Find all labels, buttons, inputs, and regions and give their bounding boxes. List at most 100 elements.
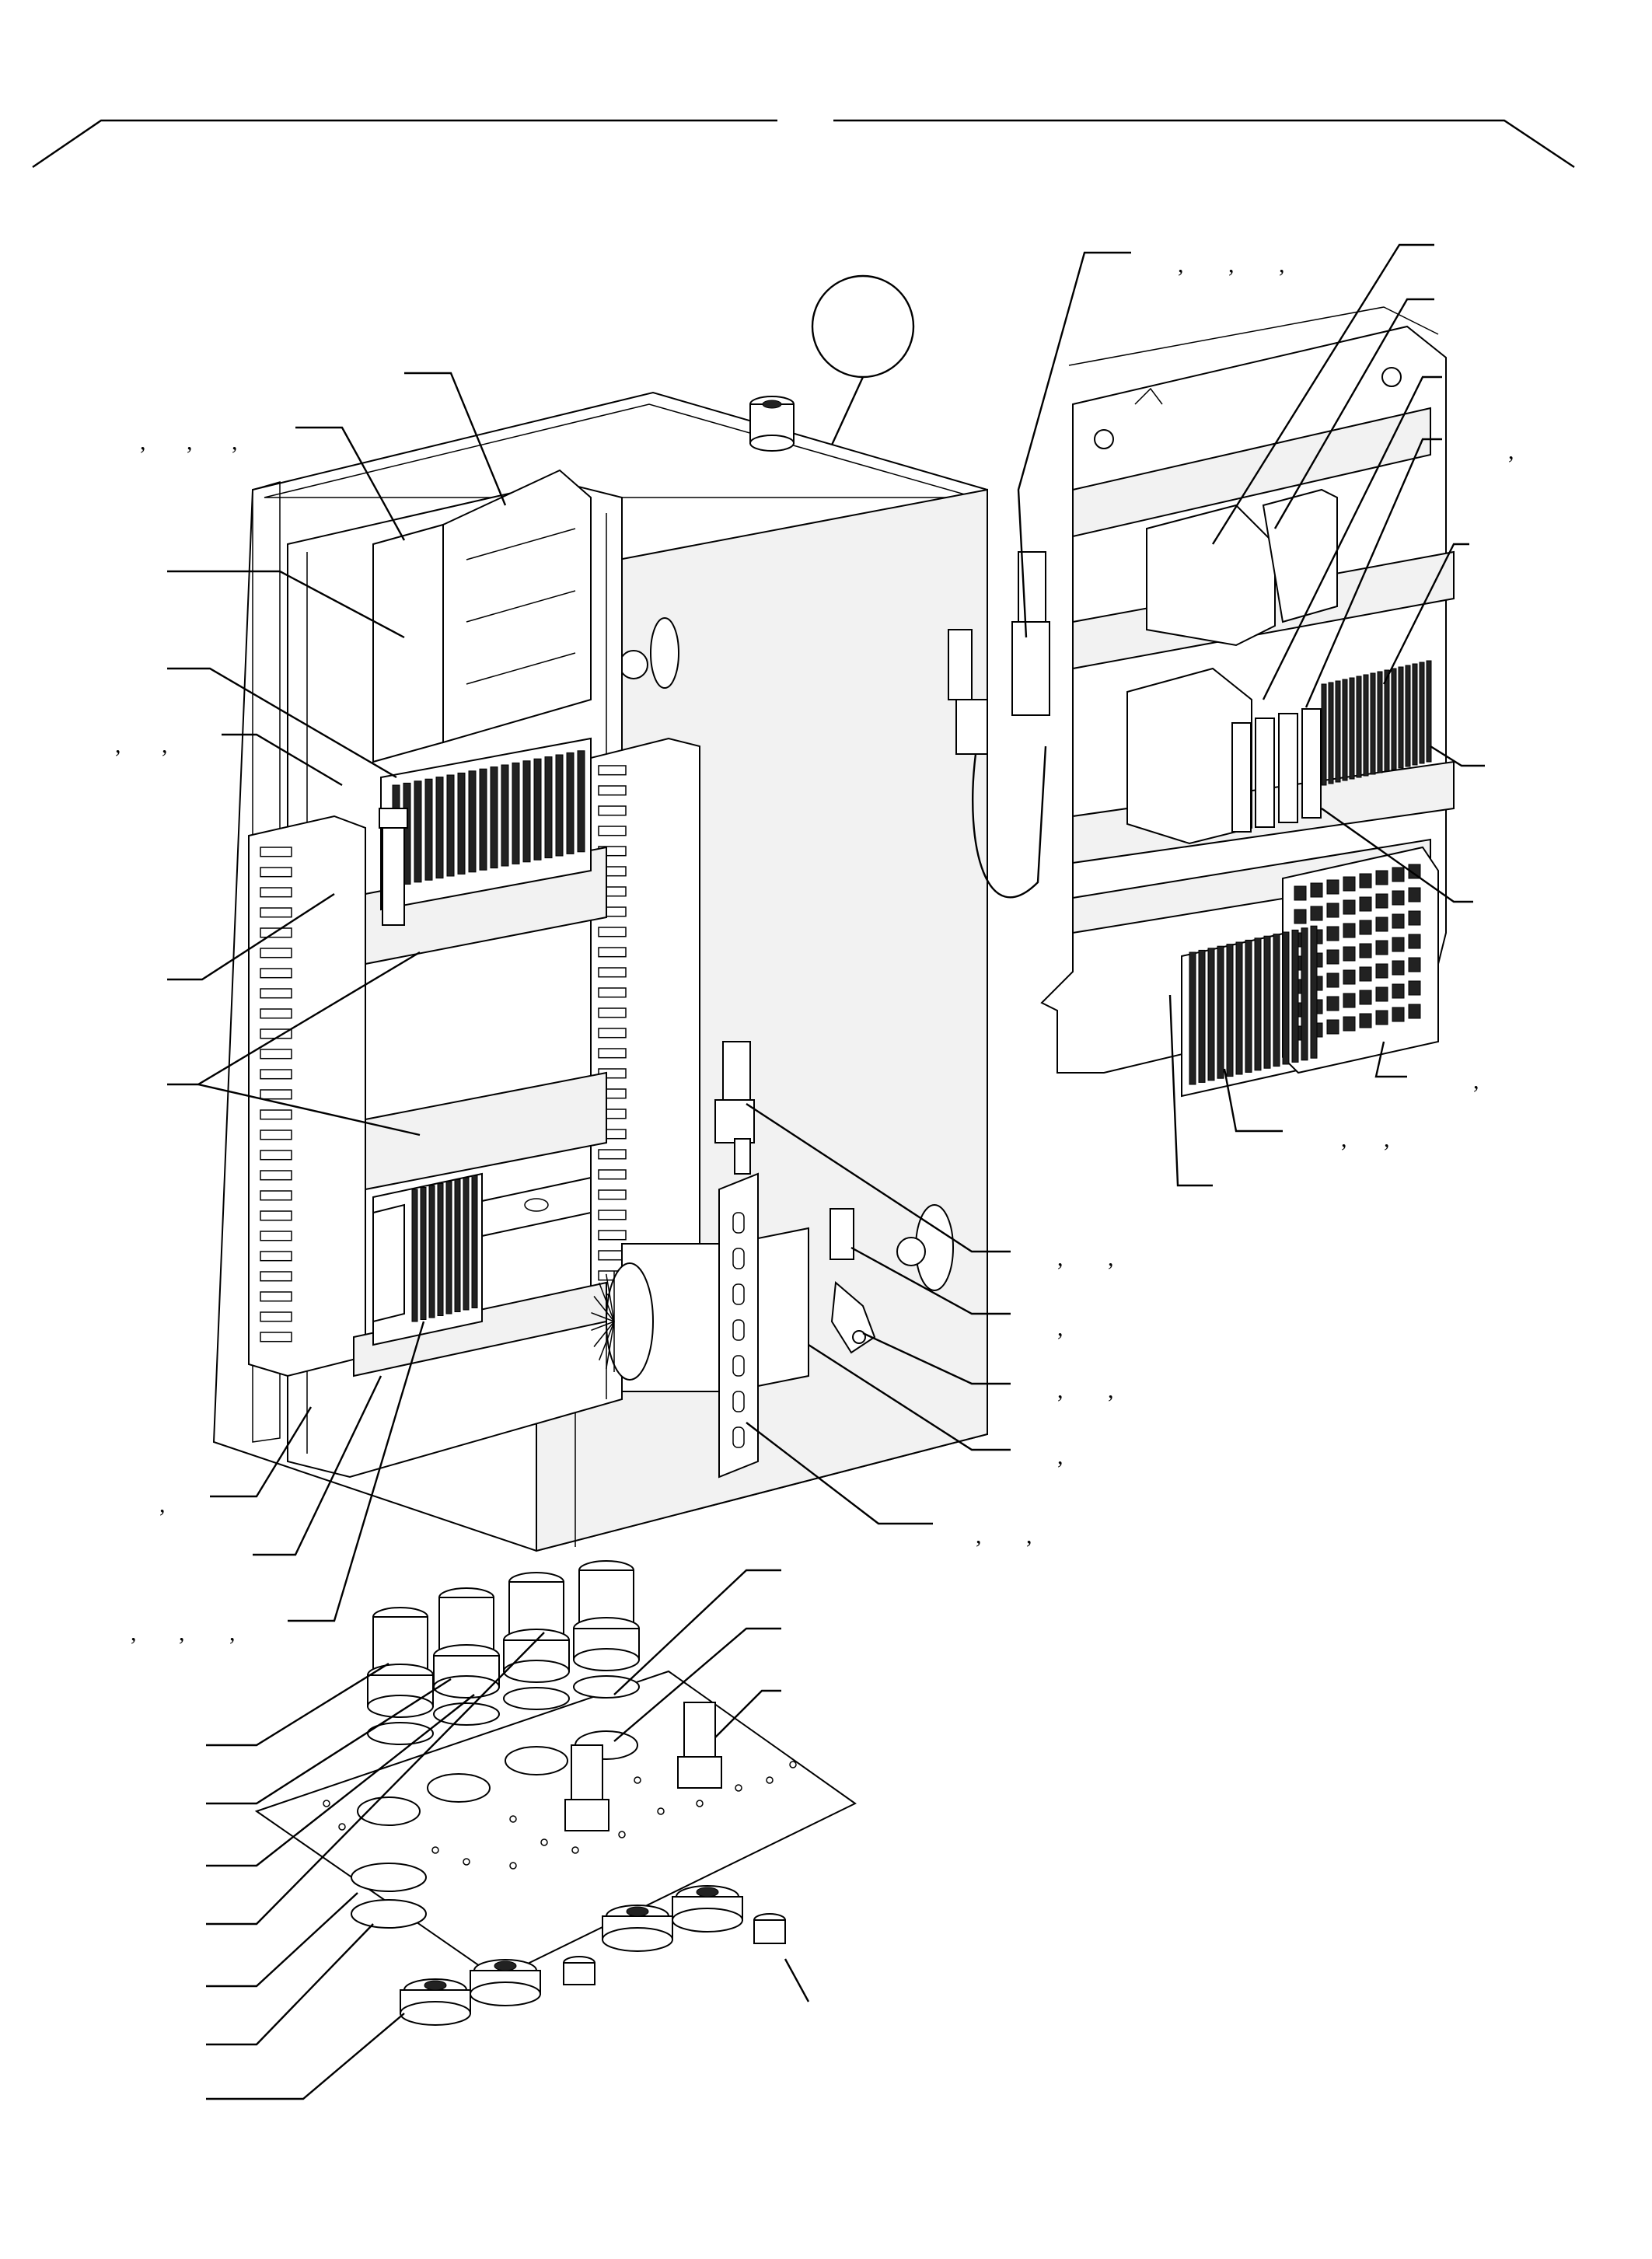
duct-slot: [598, 1210, 627, 1220]
callout-comma: ,: [1108, 1377, 1114, 1403]
duct-slot: [260, 1271, 292, 1282]
duct-slot: [260, 1210, 292, 1221]
terminal-tooth: [1217, 945, 1224, 1079]
din-rail: [481, 1176, 592, 1238]
terminal-tooth: [1207, 948, 1215, 1081]
terminal-tooth: [1398, 666, 1404, 769]
gland-nut-bottom: [367, 1695, 434, 1718]
terminal-tooth: [1356, 676, 1362, 778]
heatsink-fin: [599, 1282, 615, 1322]
terminal-block-upper: [380, 737, 592, 911]
leader-line: [253, 1375, 382, 1556]
terminal-tooth: [424, 778, 433, 881]
terminal-cell: [1392, 913, 1405, 929]
terminal-cell: [1326, 879, 1339, 895]
terminal-tooth: [577, 750, 585, 853]
terminal-cell: [1392, 890, 1405, 906]
duct-slot: [260, 867, 292, 878]
terminal-tooth: [1273, 934, 1280, 1067]
leader-line: [746, 1422, 933, 1525]
relay-module: [1278, 713, 1298, 823]
left-wire-duct: [248, 815, 366, 1377]
terminal-cell: [1375, 940, 1388, 955]
gland-nut-bottom: [503, 1660, 570, 1683]
terminal-tooth: [1189, 951, 1196, 1085]
callout-comma: ,: [1508, 438, 1514, 464]
duct-slot: [598, 987, 627, 998]
terminal-cell: [1392, 1007, 1405, 1022]
duct-slot: [598, 1169, 627, 1180]
terminal-tooth: [1263, 935, 1271, 1069]
terminal-tooth: [555, 754, 564, 857]
plate-hole: [571, 1846, 579, 1854]
leader-line: [1374, 1041, 1407, 1078]
plate-hole: [323, 1800, 330, 1807]
terminal-tooth: [566, 752, 575, 854]
terminal-tooth: [445, 1181, 452, 1315]
duct-slot: [598, 1189, 627, 1200]
duct-slot: [260, 1251, 292, 1262]
gland-nut-bottom: [400, 2001, 471, 2026]
callout-comma: ,: [1057, 1245, 1063, 1271]
leader-line: [850, 1246, 1011, 1315]
plate-hole: [735, 1784, 742, 1792]
terminal-tooth: [463, 1177, 470, 1311]
terminal-cell: [1326, 949, 1339, 965]
leader-line: [1273, 298, 1434, 529]
callout-leaders: [167, 243, 1485, 2100]
terminal-cell: [1375, 893, 1388, 909]
duct-slots: [260, 847, 292, 1342]
terminal-cell: [1359, 966, 1372, 982]
leader-line: [784, 1958, 810, 2002]
duct-slot: [598, 1149, 627, 1160]
terminal-tooth: [468, 770, 477, 873]
duct-slot: [598, 805, 627, 816]
terminal-tooth: [414, 780, 422, 883]
terminal-cell: [1326, 996, 1339, 1011]
duct-slot: [598, 1230, 627, 1241]
plate-hole: [634, 1776, 641, 1784]
duct-slot: [260, 988, 292, 999]
terminal-cell: [1375, 917, 1388, 932]
leader-line: [1321, 808, 1473, 903]
callout-comma: ,: [1108, 1245, 1114, 1271]
terminal-cell: [1359, 896, 1372, 912]
terminal-tooth: [435, 777, 444, 879]
terminal-tooth: [501, 764, 509, 867]
plate-hole: [463, 1858, 470, 1866]
callout-comma: ,: [1178, 252, 1184, 278]
terminal-cell: [1343, 946, 1356, 962]
terminal-tooth: [471, 1175, 478, 1308]
duct-slot: [260, 1150, 292, 1161]
terminal-tooth: [1335, 680, 1341, 783]
leader-line: [206, 1892, 358, 1988]
duct-slot: [260, 1130, 292, 1140]
callout-comma: ,: [1057, 1377, 1063, 1403]
relay-module: [1301, 708, 1322, 819]
callout-comma: ,: [159, 1492, 166, 1517]
leader-line: [1211, 243, 1434, 545]
cable-glands-top: [367, 1560, 640, 1745]
terminal-tooth: [1282, 931, 1290, 1065]
leader-line: [1304, 438, 1442, 708]
terminal-tooth: [1391, 668, 1397, 770]
terminal-cell: [1392, 983, 1405, 999]
leader-line: [167, 892, 335, 981]
terminal-tooth: [1419, 662, 1425, 764]
callout-comma: ,: [140, 429, 146, 455]
terminal-tooth: [1342, 679, 1348, 781]
leader-line: [206, 1923, 374, 2046]
power-supply-unit: [372, 469, 592, 763]
duct-slot: [598, 1048, 627, 1059]
terminal-tooth: [420, 1187, 427, 1320]
leader-line: [167, 667, 397, 779]
terminal-cell: [1408, 887, 1421, 903]
terminal-tooth: [446, 774, 455, 877]
terminal-cell: [1359, 873, 1372, 889]
duct-slot: [598, 1007, 627, 1018]
duct-slot: [598, 947, 627, 958]
gland-insert: [626, 1906, 649, 1917]
terminal-cell: [1408, 980, 1421, 996]
terminal-tooth: [1321, 683, 1327, 786]
heatsink-fin: [605, 1273, 615, 1322]
